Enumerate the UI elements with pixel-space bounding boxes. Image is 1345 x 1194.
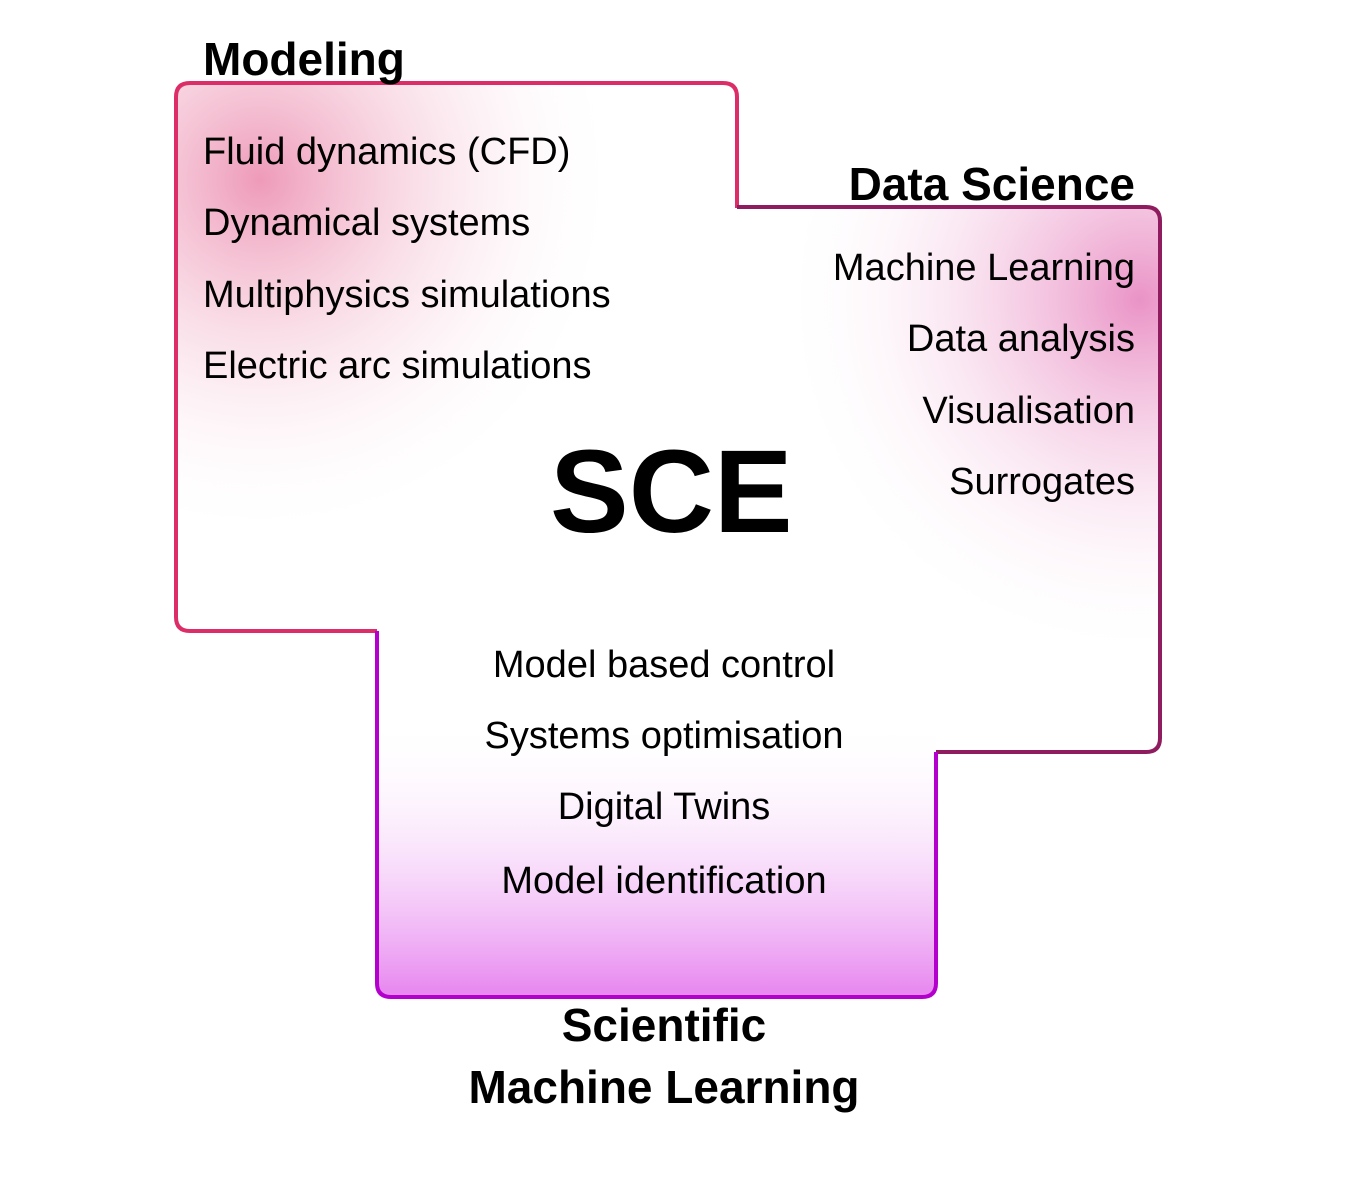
modeling-item: Electric arc simulations	[203, 345, 592, 387]
sciml-title-line2: Machine Learning	[468, 1061, 860, 1113]
modeling-item: Dynamical systems	[203, 202, 531, 244]
sciml-item: Systems optimisation	[484, 715, 844, 757]
data-science-item: Visualisation	[922, 390, 1135, 432]
modeling-title: Modeling	[203, 33, 405, 85]
data-science-fill	[680, 207, 1160, 752]
data-science-item: Data analysis	[906, 318, 1135, 360]
data-science-border	[737, 205, 1162, 754]
data-science-title: Data Science	[848, 158, 1135, 210]
center-label: SCE	[550, 426, 793, 558]
modeling-item: Multiphysics simulations	[203, 274, 611, 316]
sciml-fill	[377, 631, 936, 997]
data-science-item: Machine Learning	[832, 247, 1135, 289]
sciml-item: Model based control	[492, 644, 836, 686]
modeling-item: Fluid dynamics (CFD)	[203, 131, 571, 173]
modeling-border	[174, 81, 739, 633]
sciml-title-line1: Scientific	[561, 999, 767, 1051]
sciml-border	[375, 631, 938, 999]
data-science-item: Surrogates	[949, 461, 1135, 503]
modeling-fill	[176, 83, 737, 631]
sciml-item: Digital Twins	[557, 786, 771, 828]
sciml-item: Model identification	[501, 860, 827, 902]
